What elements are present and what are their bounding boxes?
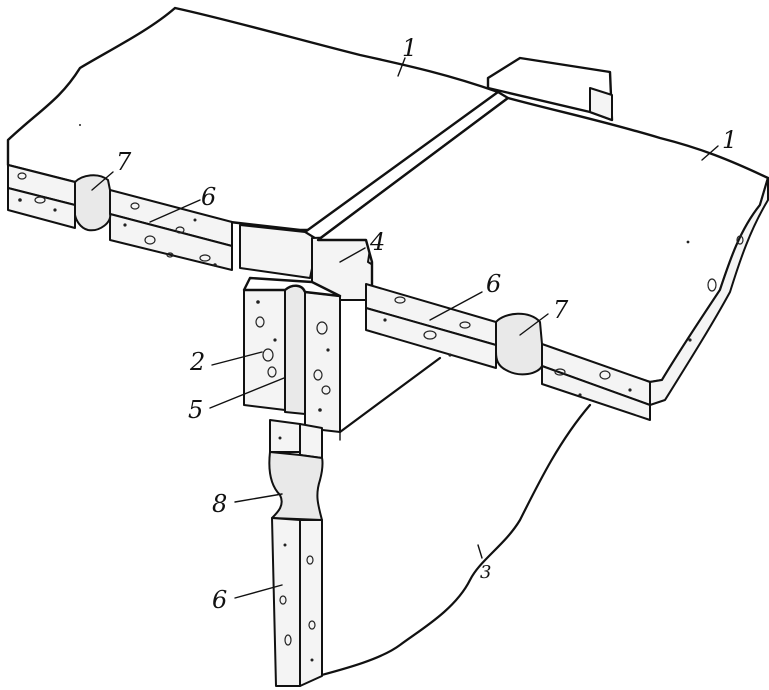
- label-partition-3: 3: [480, 562, 491, 583]
- partition-wall-3: [316, 356, 592, 678]
- label-hollow-6-left: 6: [201, 183, 216, 211]
- panel-2: [242, 276, 342, 433]
- label-beam-4: 4: [369, 228, 385, 256]
- label-joint-7-left: 7: [116, 148, 132, 176]
- slab-right-1: [316, 96, 769, 421]
- lower-partition: [268, 419, 324, 687]
- labels: 1 1 7 6 4 6 7 2 5 8 6 3: [116, 34, 737, 614]
- label-seam-5: 5: [188, 396, 203, 424]
- label-panel-2: 2: [189, 348, 205, 376]
- slab-left-1: [6, 6, 500, 271]
- label-joint-8: 8: [212, 490, 227, 518]
- label-slab-left: 1: [402, 34, 417, 62]
- support-block-back: [486, 56, 614, 122]
- leader-lines: [91, 57, 719, 599]
- label-hollow-6-lower: 6: [212, 586, 227, 614]
- label-joint-7-right: 7: [553, 296, 569, 324]
- label-slab-right: 1: [722, 126, 737, 154]
- label-hollow-6-right: 6: [486, 270, 501, 298]
